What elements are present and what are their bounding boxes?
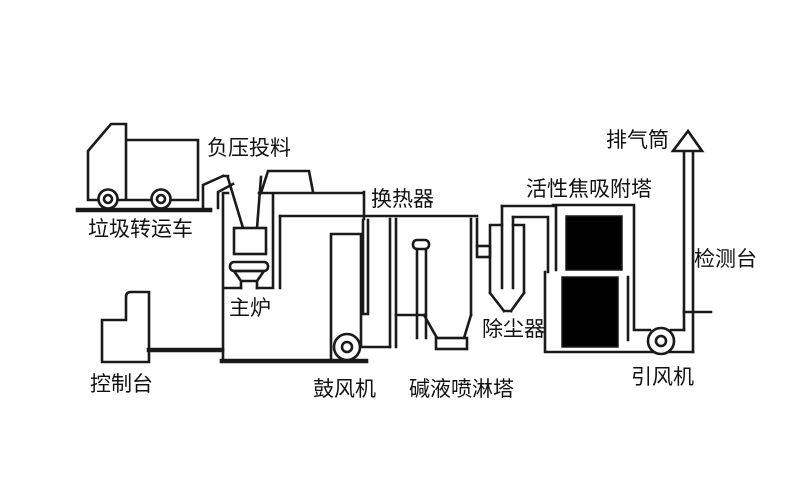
induced-draft-fan	[646, 326, 676, 356]
label-furnace: 主炉	[229, 296, 271, 320]
label-heat-exchanger: 换热器	[371, 187, 434, 211]
blower-column	[329, 232, 363, 362]
exhaust-stack	[670, 128, 713, 354]
dust-collector-inner-pipe	[500, 204, 515, 290]
furnace-inner-walls	[223, 192, 282, 290]
heat-exchanger	[359, 218, 392, 349]
label-feeding: 负压投料	[207, 136, 291, 160]
control-console	[100, 290, 225, 364]
label-stack: 排气筒	[606, 128, 669, 152]
truck-wheel-rear-hub	[102, 193, 114, 205]
feed-box	[232, 226, 268, 256]
blower	[329, 232, 363, 362]
label-induced-fan: 引风机	[631, 365, 694, 389]
heat-exchanger-baffle	[361, 218, 370, 316]
truck-wheel-front-hub	[155, 193, 167, 205]
adsorption-tower	[543, 203, 695, 354]
label-monitoring-platform: 检测台	[694, 247, 757, 271]
console-body	[100, 290, 151, 364]
label-console: 控制台	[90, 372, 153, 396]
spray-pipe-cap	[411, 238, 431, 251]
spray-tower	[388, 217, 492, 351]
duct-connector	[475, 244, 492, 259]
stack-arrow-icon	[670, 128, 705, 153]
adsorber-frame	[543, 203, 695, 354]
label-blower: 鼓风机	[313, 377, 376, 401]
feed-chute-hood	[259, 169, 315, 195]
stack-pipe	[682, 149, 695, 354]
label-spray-tower: 碱液喷淋塔	[409, 377, 514, 401]
label-dust-collector: 除尘器	[482, 317, 545, 341]
spray-inner-pipe	[415, 247, 428, 340]
burner-throat	[231, 269, 267, 290]
coke-bed-upper	[565, 215, 623, 271]
main-furnace	[219, 190, 369, 364]
duct-to-adsorber	[500, 204, 558, 274]
diagram-labels: 垃圾转运车 负压投料 换热器 活性焦吸附塔 排气筒 主炉 除尘器 检测台 控制台…	[88, 128, 757, 401]
spray-tower-foot	[434, 336, 469, 351]
spray-tower-walls	[388, 217, 479, 349]
label-adsorption-tower: 活性焦吸附塔	[526, 177, 652, 201]
blower-fan-hub	[340, 340, 354, 354]
dust-collector-vessel	[488, 223, 526, 313]
label-truck: 垃圾转运车	[88, 217, 193, 241]
feed-funnel	[221, 174, 263, 230]
truck-body	[86, 122, 200, 202]
burner-cap	[228, 260, 270, 273]
coke-bed-lower	[561, 276, 619, 348]
feed-duct-left	[201, 174, 235, 210]
garbage-truck	[75, 122, 213, 213]
spray-tower-hopper	[394, 313, 473, 340]
feed-chutes	[201, 169, 315, 230]
furnace-outline	[221, 190, 366, 363]
id-fan-hub	[654, 334, 668, 348]
